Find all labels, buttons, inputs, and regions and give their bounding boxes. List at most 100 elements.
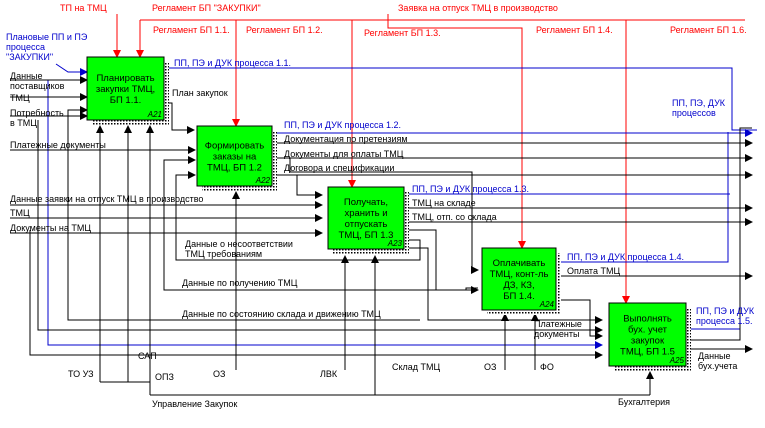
label-mech-oz2: ОЗ	[484, 362, 496, 372]
box-rect	[481, 247, 557, 311]
box-label-line: ТМЦ, БП 1.3	[339, 230, 394, 241]
label-reglament-zakupki: Регламент БП "ЗАКУПКИ"	[152, 3, 261, 13]
label-mech-to: ТО УЗ	[68, 369, 94, 379]
box-label-line: заказы на	[213, 152, 257, 163]
label-out11: ПП, ПЭ и ДУК процесса 1.1.	[174, 58, 291, 68]
label-receive-data: Данные по получению ТМЦ	[182, 278, 298, 288]
box-label-line: ТМЦ, конт-ль	[490, 269, 549, 280]
plan-input-arrow	[55, 63, 88, 76]
label-bp12: Регламент БП 1.2.	[246, 25, 323, 35]
label-mech-sap: САП	[138, 351, 157, 361]
label-store-data: Данные по состоянию склада и движению ТМ…	[182, 309, 381, 319]
box-label-line: ТМЦ, БП 1.5	[620, 347, 675, 358]
box4-to-box5	[560, 299, 603, 340]
store-data-feedback	[67, 106, 420, 321]
label-tmc-docs: Документы на ТМЦ	[10, 223, 91, 233]
label-bp16: Регламент БП 1.6.	[670, 25, 747, 35]
box-label-line: ТМЦ, БП 1.2	[207, 163, 262, 174]
label-tp: ТП на ТМЦ	[60, 3, 107, 13]
label-bp13: Регламент БП 1.3.	[364, 28, 441, 38]
label-mech-buh: Бухгалтерия	[618, 397, 670, 407]
label-out13: ПП, ПЭ и ДУК процесса 1.3.	[412, 184, 529, 194]
paydocs-to-box4	[289, 158, 479, 274]
control-arrow-zayavka	[387, 14, 526, 249]
label-payment-docs: Платежные документы	[10, 140, 106, 150]
label-tmc-store: ТМЦ на складе	[412, 198, 476, 208]
mechanism-lines	[96, 125, 654, 396]
box-rect	[327, 186, 405, 250]
box-label-line: хранить и	[344, 208, 387, 219]
box-label-line: Формировать	[205, 141, 265, 152]
box-label-line: ДЗ, КЗ,	[503, 280, 534, 291]
label-plan: План закупок	[172, 88, 228, 98]
bottom-feedback-1	[29, 230, 603, 359]
blue-feedback-line	[47, 80, 603, 349]
box-id: А23	[387, 239, 403, 248]
mismatch-feedback	[175, 171, 421, 261]
box-id: А24	[539, 300, 555, 309]
box-id: А25	[669, 356, 685, 365]
box-id: А21	[147, 110, 162, 119]
box-label-line: закупки ТМЦ,	[96, 84, 155, 95]
box-label-line: Выполнять	[623, 314, 672, 325]
box-label-line: Планировать	[96, 73, 154, 84]
output-11-line	[163, 67, 757, 131]
box-label-line: отпускать	[345, 219, 388, 230]
box-id: А22	[255, 176, 271, 185]
label-bp14: Регламент БП 1.4.	[536, 25, 613, 35]
box-rect	[196, 125, 273, 187]
label-mech-mgmt: Управление Закупок	[152, 399, 237, 409]
label-pay: Оплата ТМЦ	[567, 266, 620, 276]
box-rect	[86, 56, 165, 121]
label-request-data: Данные заявки на отпуск ТМЦ в производст…	[10, 194, 203, 204]
label-bp11: Регламент БП 1.1.	[153, 25, 230, 35]
label-mech-lvk: ЛВК	[320, 369, 338, 379]
control-lines	[113, 14, 745, 304]
output-13-line	[399, 193, 730, 197]
box-label-line: Получать,	[344, 197, 388, 208]
bottom-feedback-2	[37, 120, 603, 334]
label-mech-fo: ФО	[540, 362, 554, 372]
box3-to-box5	[408, 247, 603, 324]
box-label-line: БП 1.4.	[503, 291, 535, 302]
box-label-line: закупок	[631, 336, 665, 347]
black-lines	[10, 76, 753, 359]
label-mech-sklad: Склад ТМЦ	[392, 362, 441, 372]
labels: ТП на ТМЦ Регламент БП "ЗАКУПКИ" Регламе…	[6, 3, 755, 409]
label-out14: ПП, ПЭ и ДУК процесса 1.4.	[567, 252, 684, 262]
label-claims: Документация по претензиям	[284, 134, 408, 144]
label-pay-docs: Документы для оплаты ТМЦ	[284, 149, 404, 159]
plan-arrow	[165, 102, 195, 134]
label-zayavka: Заявка на отпуск ТМЦ в производство	[398, 3, 558, 13]
label-out12: ПП, ПЭ и ДУК процесса 1.2.	[284, 120, 401, 130]
label-mech-opz: ОПЗ	[155, 372, 174, 382]
box5-feedback-up	[686, 127, 752, 341]
box-label-line: бух. учет	[628, 325, 668, 336]
box-label-line: БП 1.1.	[110, 95, 142, 106]
label-tmc-out: ТМЦ, отп. со склада	[412, 212, 497, 222]
contracts-to-box3	[296, 175, 323, 199]
box-label-line: Оплачивать	[493, 258, 546, 269]
label-tmc-in1: ТМЦ	[10, 93, 30, 103]
label-tmc-in2: ТМЦ	[10, 208, 30, 218]
box-rect	[608, 302, 687, 367]
label-contracts: Договора и спецификации	[284, 163, 394, 173]
output-14-line	[555, 132, 729, 263]
receive-data-feedback	[163, 156, 478, 291]
label-mech-oz1: ОЗ	[213, 369, 225, 379]
